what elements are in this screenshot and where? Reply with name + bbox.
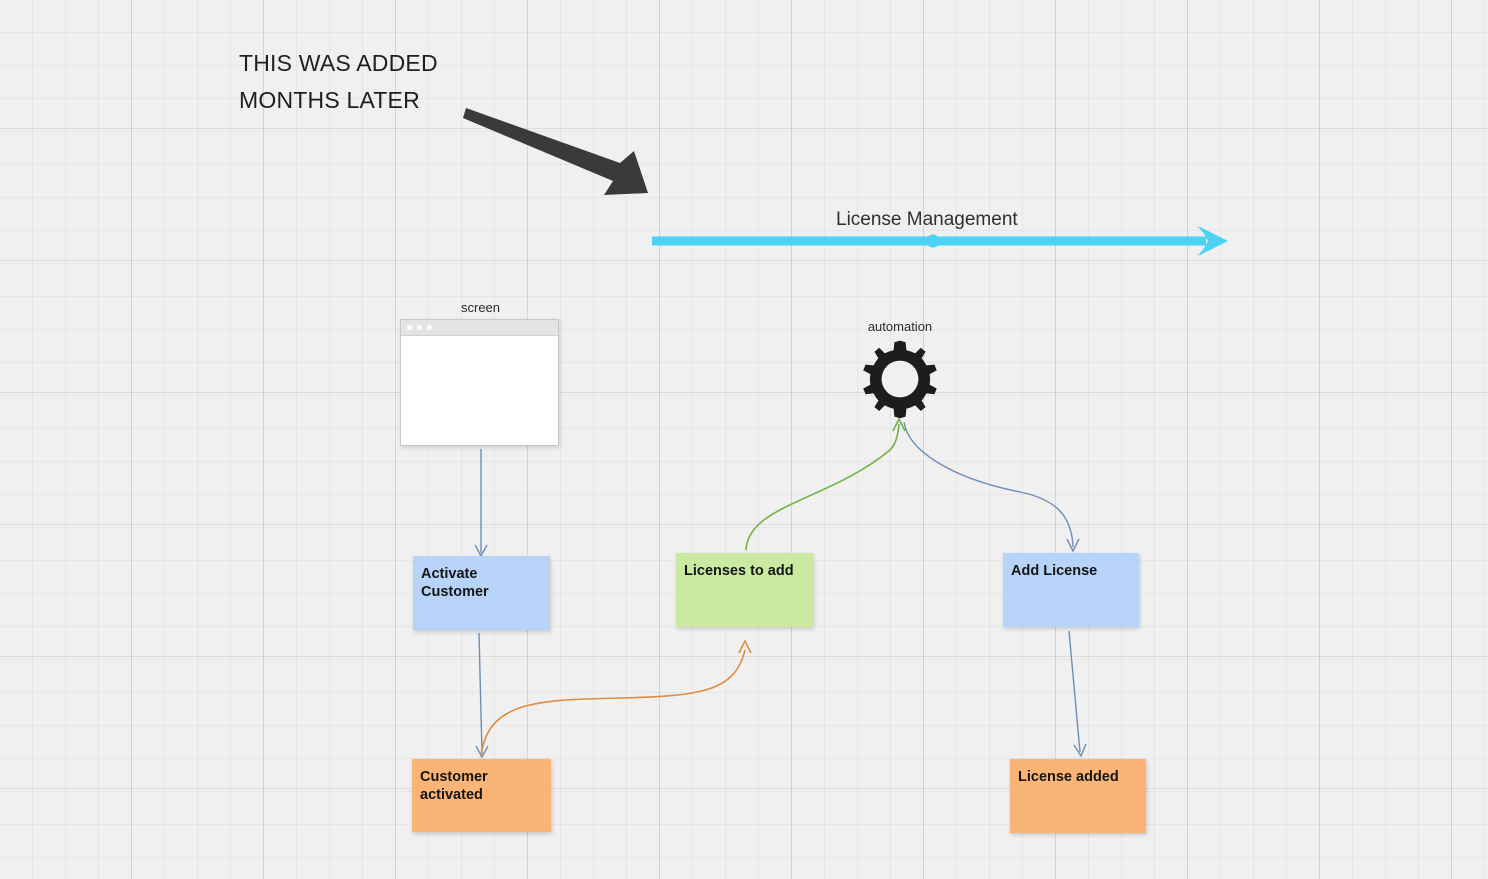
timeline-label: License Management	[836, 209, 1018, 230]
card-license-added[interactable]: License added	[1010, 759, 1146, 833]
annotation-note-text: THIS WAS ADDED MONTHS LATER	[239, 50, 438, 113]
card-label: Add License	[1011, 563, 1098, 579]
card-label: Licenses to add	[684, 563, 794, 579]
annotation-arrow-icon	[463, 108, 648, 195]
window-body	[401, 336, 558, 445]
window-dot-2	[417, 325, 422, 330]
automation-node-label: automation	[867, 319, 933, 334]
card-label: License added	[1018, 769, 1119, 785]
window-dot-1	[407, 325, 412, 330]
card-label: Customer activated	[420, 769, 488, 804]
connector-add-license-to-license-added	[1068, 630, 1087, 758]
card-add-license[interactable]: Add License	[1003, 553, 1139, 627]
window-dot-3	[427, 325, 432, 330]
card-activate-customer[interactable]: Activate Customer	[413, 556, 550, 630]
connector-automation-to-add-license	[903, 421, 1080, 553]
card-label: Activate Customer	[421, 566, 489, 601]
connector-customer-activated-to-licenses-to-add	[480, 639, 752, 758]
gear-icon	[863, 340, 937, 419]
automation-node[interactable]	[857, 339, 943, 419]
window-titlebar	[401, 320, 558, 336]
screen-node[interactable]	[400, 319, 559, 446]
browser-window-icon	[400, 319, 559, 446]
card-customer-activated[interactable]: Customer activated	[412, 759, 551, 832]
connector-screen-to-activate-customer	[474, 449, 488, 558]
screen-node-label: screen	[460, 300, 501, 315]
card-licenses-to-add[interactable]: Licenses to add	[676, 553, 813, 627]
connector-activate-customer-to-customer-activated	[475, 632, 489, 759]
connector-licenses-to-add-to-automation	[745, 417, 906, 551]
